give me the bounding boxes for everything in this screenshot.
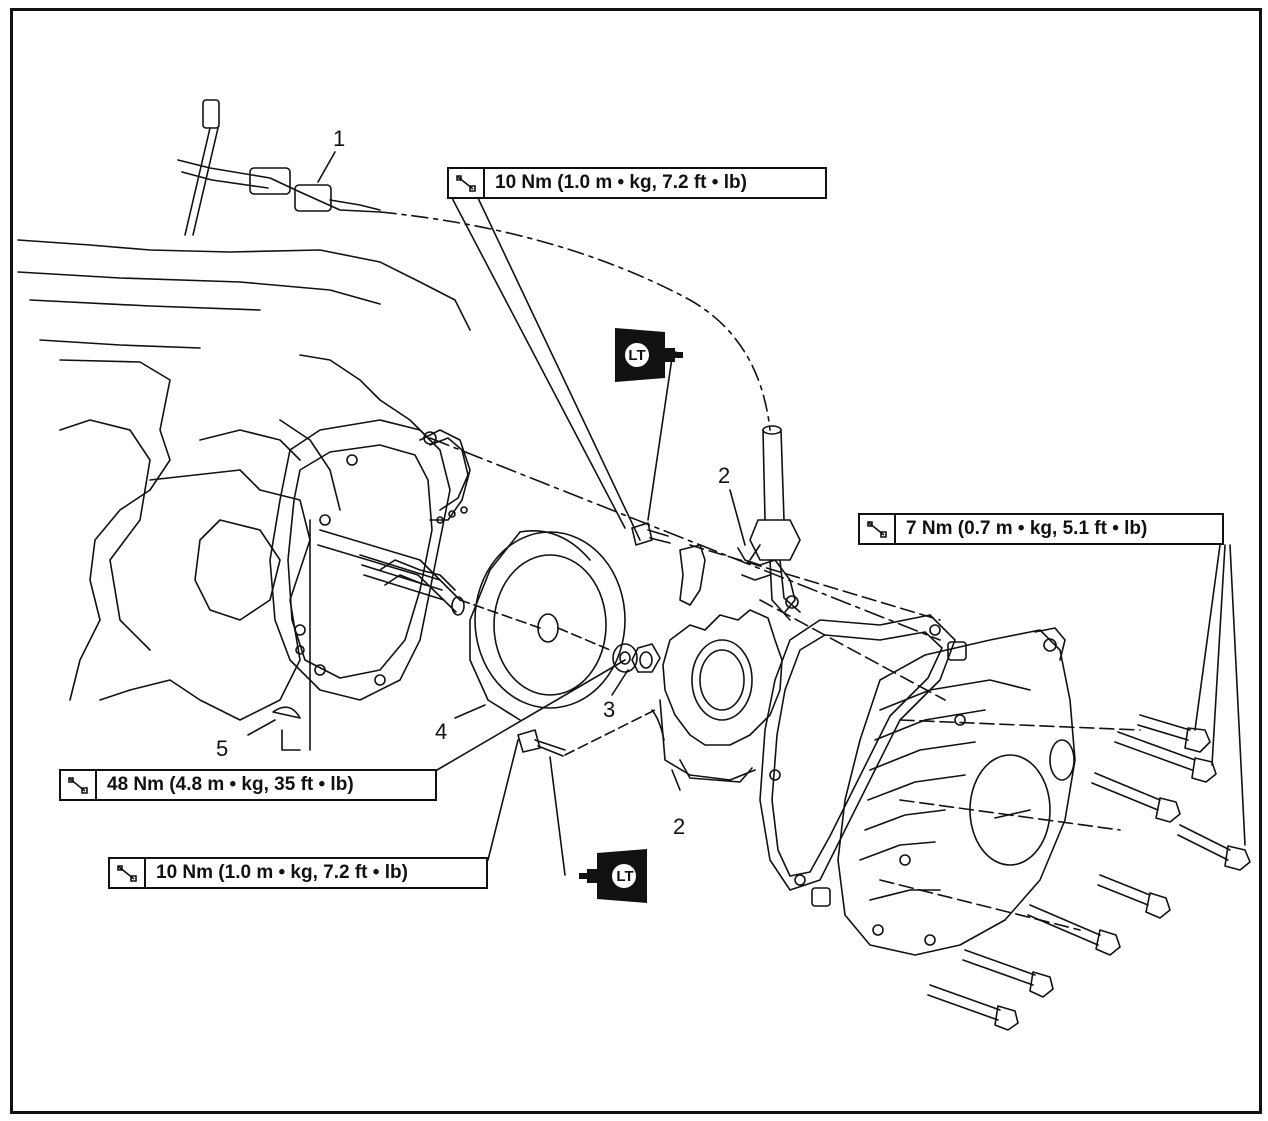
small-bolts bbox=[517, 522, 671, 757]
cover-bolts bbox=[927, 714, 1251, 1031]
callout-1: 1 bbox=[333, 126, 346, 151]
torque-wrench-icon bbox=[61, 771, 97, 799]
locktite-bottle-icon: LT bbox=[577, 847, 649, 905]
torque-spec-left: 48 Nm (4.8 m • kg, 35 ft • lb) bbox=[59, 769, 437, 801]
torque-wrench-icon bbox=[449, 169, 485, 197]
engine-crankcase bbox=[17, 239, 471, 721]
torque-wrench-icon bbox=[110, 859, 146, 887]
wire-harness bbox=[177, 99, 771, 431]
woodruff-key bbox=[247, 519, 311, 751]
callout-3: 3 bbox=[603, 697, 616, 722]
leader-lines bbox=[317, 151, 1246, 876]
torque-spec-bottom-label: 10 Nm (1.0 m • kg, 7.2 ft • lb) bbox=[156, 862, 408, 883]
gasket bbox=[759, 614, 967, 907]
pickup-coil bbox=[679, 544, 946, 701]
lt-badge-lower-label: LT bbox=[616, 867, 634, 885]
torque-spec-right: 7 Nm (0.7 m • kg, 5.1 ft • lb) bbox=[858, 513, 1224, 545]
washer-and-nut bbox=[612, 643, 661, 673]
callout-2-lower: 2 bbox=[673, 814, 686, 839]
callout-2-upper: 2 bbox=[718, 463, 731, 488]
locktite-bottle-icon: LT bbox=[613, 326, 685, 384]
flywheel-rotor bbox=[429, 437, 941, 721]
callout-4: 4 bbox=[435, 719, 448, 744]
torque-wrench-icon bbox=[860, 515, 896, 543]
generator-cover bbox=[837, 627, 1141, 956]
diagram-frame bbox=[10, 8, 1262, 1114]
callout-5: 5 bbox=[216, 736, 229, 761]
lt-badge-upper-label: LT bbox=[628, 346, 646, 364]
stator-coil bbox=[651, 609, 783, 783]
torque-spec-bottom: 10 Nm (1.0 m • kg, 7.2 ft • lb) bbox=[108, 857, 488, 889]
torque-spec-right-label: 7 Nm (0.7 m • kg, 5.1 ft • lb) bbox=[906, 518, 1148, 539]
torque-spec-left-label: 48 Nm (4.8 m • kg, 35 ft • lb) bbox=[107, 774, 354, 795]
torque-spec-top-label: 10 Nm (1.0 m • kg, 7.2 ft • lb) bbox=[495, 172, 747, 193]
torque-spec-top: 10 Nm (1.0 m • kg, 7.2 ft • lb) bbox=[447, 167, 827, 199]
